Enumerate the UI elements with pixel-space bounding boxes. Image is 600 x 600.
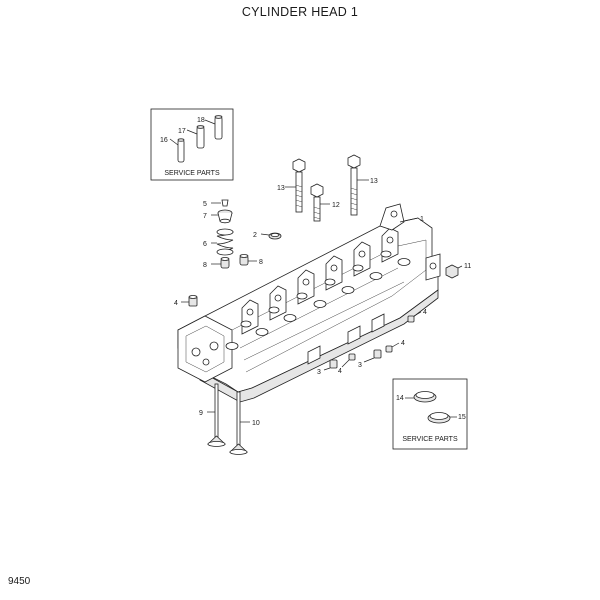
part-17-pin — [196, 126, 205, 149]
callout-4-right-lower: 4 — [401, 340, 405, 347]
callout-17: 17 — [178, 128, 186, 135]
callout-4-left: 4 — [174, 300, 178, 307]
callout-3-right: 3 — [358, 362, 362, 369]
valve-stem-seal-8-right — [239, 254, 249, 266]
valve-bosses — [225, 250, 411, 350]
page-number: 9450 — [8, 576, 31, 587]
cylinder-head-body — [177, 203, 441, 403]
callout-5: 5 — [203, 201, 207, 208]
callout-10: 10 — [252, 420, 260, 427]
exhaust-valve-10 — [228, 391, 249, 455]
diagram-title: CYLINDER HEAD 1 — [241, 5, 359, 19]
valve-stem-seal-8-left — [220, 257, 230, 269]
valve-spring-6 — [216, 228, 234, 256]
service-parts-box-bottom: 14 15 SERVICE PARTS — [392, 378, 468, 450]
callout-3-left: 3 — [317, 369, 321, 376]
service-parts-label-top: SERVICE PARTS — [164, 170, 220, 177]
callout-1: 1 — [420, 216, 424, 223]
part-18-pin — [214, 116, 223, 140]
callout-6: 6 — [203, 241, 207, 248]
part-16-pin — [177, 139, 185, 163]
plug-11 — [445, 264, 459, 279]
callout-4-right-upper: 4 — [423, 309, 427, 316]
intake-valve-9 — [206, 383, 227, 447]
callout-16: 16 — [160, 137, 168, 144]
plug-4-right-lower — [385, 345, 393, 353]
service-parts-box-top: 16 17 18 SERVICE PARTS — [150, 108, 234, 181]
service-parts-label-bottom: SERVICE PARTS — [402, 436, 458, 443]
plug-3-right — [373, 349, 382, 359]
callout-15: 15 — [458, 414, 466, 421]
callout-13-left: 13 — [277, 185, 285, 192]
plug-4-bottom — [348, 353, 356, 361]
plug-3-left — [329, 359, 338, 369]
spring-retainer-7 — [217, 209, 233, 224]
plug-4-left — [188, 295, 198, 307]
injector-seal-2 — [268, 232, 282, 240]
head-bolt-13-right — [347, 154, 361, 216]
callout-2: 2 — [253, 232, 257, 239]
plug-4-right-upper — [407, 315, 415, 323]
head-bolt-13-left — [292, 158, 306, 213]
callout-8-right: 8 — [259, 259, 263, 266]
callout-11: 11 — [464, 263, 471, 270]
callout-14: 14 — [396, 395, 404, 402]
head-bolt-12 — [310, 183, 324, 222]
callout-8-left: 8 — [203, 262, 207, 269]
callout-7: 7 — [203, 213, 207, 220]
callout-4-bottom: 4 — [338, 368, 342, 375]
callout-9: 9 — [199, 410, 203, 417]
callout-18: 18 — [197, 117, 205, 124]
valve-keeper-5 — [221, 199, 229, 207]
callout-13-right: 13 — [370, 178, 378, 185]
callout-12: 12 — [332, 202, 340, 209]
